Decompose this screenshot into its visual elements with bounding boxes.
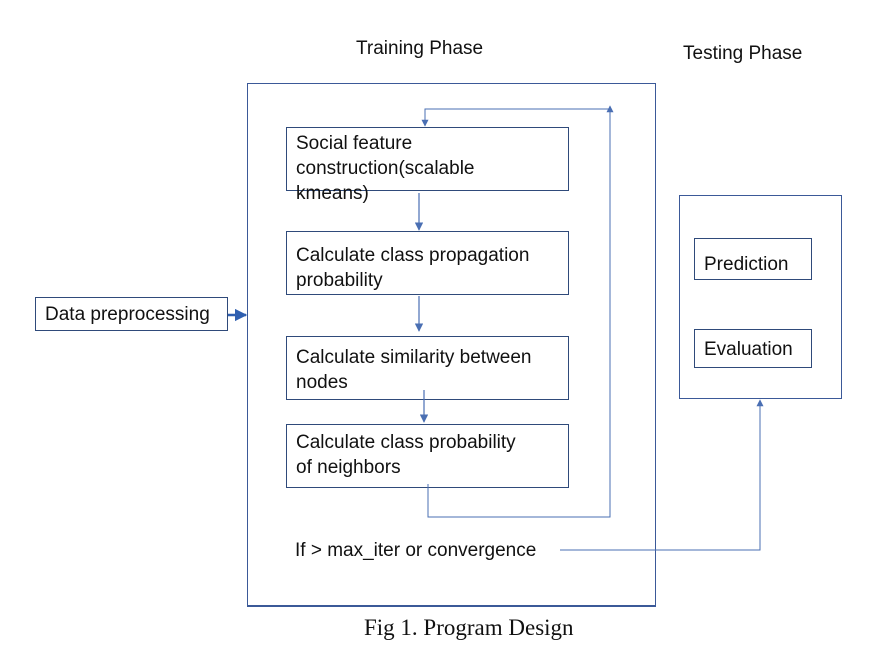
- figure-caption: Fig 1. Program Design: [364, 615, 574, 640]
- step-similarity-between-nodes: Calculate similarity between nodes: [286, 336, 569, 400]
- convergence-condition-label: If > max_iter or convergence: [295, 540, 537, 561]
- step-1-line-2: construction(scalable: [296, 158, 475, 179]
- evaluation-box: Evaluation: [694, 329, 812, 368]
- prediction-box: Prediction: [694, 238, 812, 280]
- step-3-line-2: nodes: [296, 372, 348, 393]
- training-phase-frame: [247, 83, 656, 607]
- step-2-line-1: Calculate class propagation: [296, 245, 530, 266]
- step-4-line-2: of neighbors: [296, 457, 401, 478]
- testing-phase-frame: [679, 195, 842, 399]
- step-2-line-2: probability: [296, 270, 383, 291]
- step-3-line-1: Calculate similarity between: [296, 347, 532, 368]
- training-phase-title: Training Phase: [356, 38, 484, 59]
- testing-phase-title: Testing Phase: [683, 43, 803, 64]
- step-social-feature-construction: Social feature construction(scalable kme…: [286, 127, 569, 204]
- data-preprocessing-label: Data preprocessing: [45, 304, 210, 325]
- step-4-line-1: Calculate class probability: [296, 432, 516, 453]
- prediction-label: Prediction: [704, 254, 789, 275]
- evaluation-label: Evaluation: [704, 339, 793, 360]
- step-class-probability-neighbors: Calculate class probability of neighbors: [286, 424, 569, 488]
- step-class-propagation-probability: Calculate class propagation probability: [286, 231, 569, 295]
- step-1-line-1: Social feature: [296, 133, 413, 154]
- step-1-line-3: kmeans): [296, 183, 369, 204]
- data-preprocessing-box: Data preprocessing: [35, 297, 228, 331]
